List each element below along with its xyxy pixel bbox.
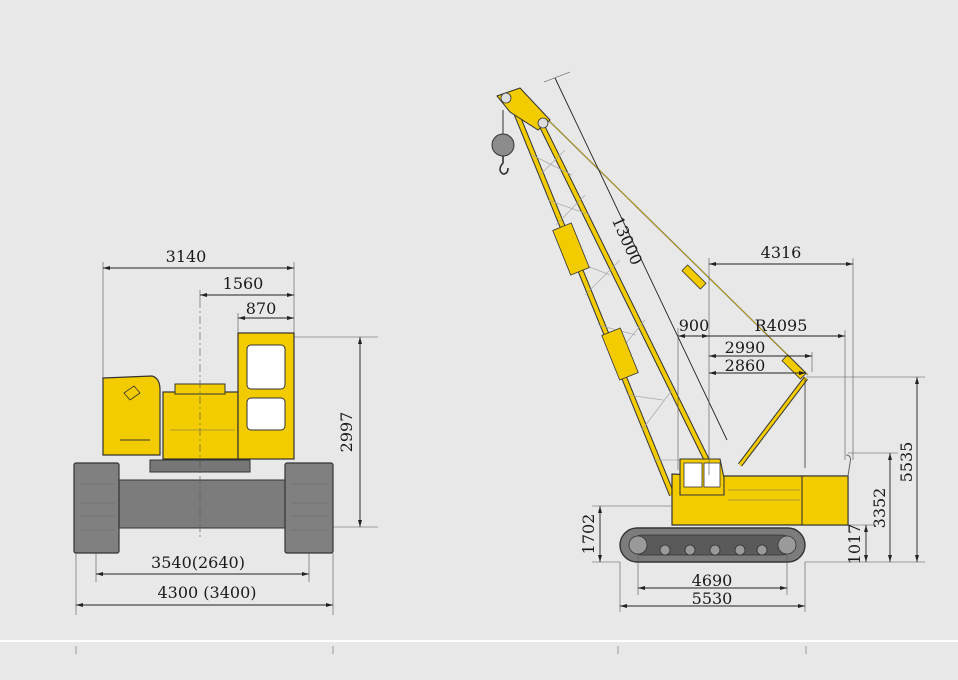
boom-insert-panel [552, 222, 590, 276]
dim-width-overall: 3140 [166, 247, 207, 266]
hook-block [491, 133, 515, 157]
cab-window-upper [246, 344, 286, 390]
dim-2990: 2990 [725, 338, 766, 357]
right-track [284, 462, 334, 554]
front-view [73, 300, 334, 554]
front-dimensions: 3140 1560 870 2997 3540(2640) 4300 (3400 [75, 247, 378, 615]
hook [499, 156, 509, 175]
dim-overall-height: 5535 [897, 442, 916, 483]
dim-track-length: 5530 [692, 589, 733, 608]
dim-ground-clearance: 1017 [845, 524, 864, 565]
dim-tail-to-center: 4316 [761, 243, 802, 262]
undercarriage-beam [111, 479, 295, 529]
track-sprocket [777, 535, 797, 555]
dim-offset-900: 900 [679, 316, 710, 335]
side-dimensions: 13000 4316 900 R4095 2990 2860 [543, 71, 925, 612]
dim-tumbler-distance: 4690 [692, 571, 733, 590]
counterweight [801, 475, 849, 526]
side-cab-window [703, 462, 721, 488]
dim-track-gauge: 3540(2640) [151, 553, 245, 572]
cab-window-lower [246, 397, 286, 431]
dim-cab-height: 2997 [337, 412, 356, 453]
dim-2860: 2860 [725, 356, 766, 375]
side-cab-window [683, 462, 703, 488]
dim-counterweight-height: 3352 [870, 488, 889, 529]
dim-center-to-cab: 1560 [223, 274, 264, 293]
dim-cab-width: 870 [246, 299, 277, 318]
dim-tail-swing-radius: R4095 [755, 316, 808, 335]
boom-insert-panel [601, 327, 639, 381]
dim-track-overall: 4300 (3400) [157, 583, 256, 602]
engine-hood [102, 375, 161, 456]
side-view [491, 87, 851, 563]
left-track [73, 462, 120, 554]
dim-pivot-height: 1702 [579, 514, 598, 555]
track-idler [628, 535, 648, 555]
dim-boom-length: 13000 [608, 214, 646, 268]
center-body [162, 391, 239, 460]
